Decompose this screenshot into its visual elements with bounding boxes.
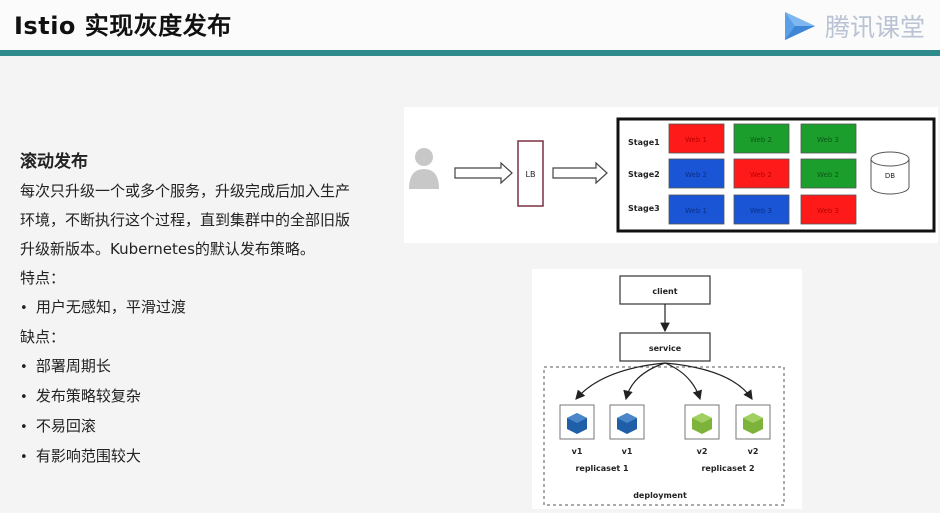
- web-box-label: Web 2: [817, 171, 839, 179]
- cons-item: 发布策略较复杂: [20, 382, 390, 412]
- stage-label: Stage2: [628, 170, 660, 179]
- web-box: [800, 194, 857, 225]
- web-box: [800, 158, 857, 189]
- pod-label: v2: [748, 447, 759, 456]
- arrow-icon: [623, 362, 666, 401]
- play-icon: [785, 12, 815, 40]
- client-label: client: [652, 287, 677, 296]
- database-icon: [870, 151, 910, 195]
- web-box-label: Web 3: [817, 136, 839, 144]
- replicaset-label: replicaset 1: [575, 464, 629, 473]
- deployment-frame: [543, 366, 785, 506]
- arrow-icon: [454, 161, 513, 185]
- service-box: [619, 332, 711, 362]
- user-icon: [409, 148, 439, 189]
- arrow-icon: [664, 362, 753, 400]
- description-line: 每次只升级一个或多个服务，升级完成后加入生产: [20, 182, 351, 200]
- web-box: [668, 194, 725, 225]
- section-heading: 滚动发布: [20, 152, 88, 172]
- cube-icon: [609, 404, 645, 440]
- cons-label: 缺点：: [20, 328, 66, 346]
- web-box-label: Web 2: [750, 136, 772, 144]
- deployment-diagram: client service v1 v1 v2: [532, 269, 802, 509]
- web-box-label: Web 1: [685, 136, 707, 144]
- cons-item: 部署周期长: [20, 352, 390, 382]
- slide-header: Istio 实现灰度发布 腾讯课堂: [0, 0, 940, 50]
- pros-item: 用户无感知，平滑过渡: [20, 293, 390, 323]
- deployment-label: deployment: [633, 491, 687, 500]
- header-divider: [0, 50, 940, 56]
- web-box-label: Web 2: [750, 171, 772, 179]
- slide-title: Istio 实现灰度发布: [14, 12, 232, 40]
- web-box-label: Web 2: [685, 171, 707, 179]
- lb-box: [517, 140, 544, 207]
- pod-label: v1: [572, 447, 583, 456]
- web-box-label: Web 3: [817, 207, 839, 215]
- cube-icon: [735, 404, 771, 440]
- rolling-stages-diagram: LB Stage1 Stage2 Stage3 Web 1 Web 2 Web …: [404, 107, 938, 243]
- description-line: 环境，不断执行这个过程，直到集群中的全部旧版: [20, 211, 351, 229]
- arrow-icon: [664, 362, 703, 401]
- db-label: DB: [885, 172, 895, 180]
- stage-label: Stage3: [628, 204, 660, 213]
- tencent-classroom-logo: 腾讯课堂: [781, 8, 925, 44]
- cons-item: 不易回滚: [20, 412, 390, 442]
- pros-label: 特点：: [20, 269, 66, 287]
- description-line: 升级新版本。Kubernetes的默认发布策略。: [20, 240, 315, 258]
- web-box: [668, 123, 725, 154]
- replicaset-label: replicaset 2: [701, 464, 754, 473]
- web-box-label: Web 3: [750, 207, 772, 215]
- web-box: [733, 194, 790, 225]
- web-box: [733, 158, 790, 189]
- web-box-label: Web 1: [685, 207, 707, 215]
- web-box: [800, 123, 857, 154]
- arrow-icon: [575, 362, 666, 400]
- web-box: [733, 123, 790, 154]
- web-box: [668, 158, 725, 189]
- content-text: 滚动发布 每次只升级一个或多个服务，升级完成后加入生产 环境，不断执行这个过程，…: [20, 148, 390, 472]
- pod-label: v1: [622, 447, 633, 456]
- service-label: service: [649, 344, 682, 353]
- arrow-icon: [552, 161, 608, 185]
- cube-icon: [559, 404, 595, 440]
- cube-icon: [684, 404, 720, 440]
- stage-label: Stage1: [628, 138, 660, 147]
- lb-label: LB: [526, 170, 536, 179]
- cons-item: 有影响范围较大: [20, 442, 390, 472]
- logo-text: 腾讯课堂: [825, 13, 926, 42]
- pod-label: v2: [697, 447, 708, 456]
